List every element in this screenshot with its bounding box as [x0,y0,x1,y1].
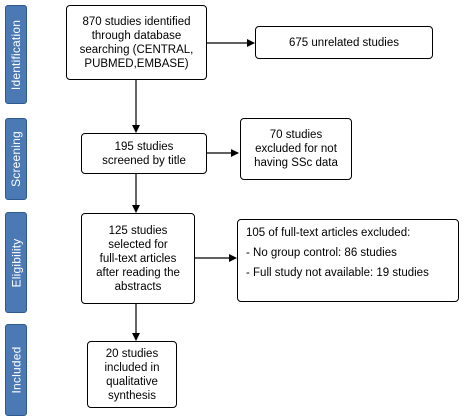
box-text: 70 studies excluded for not having SSc d… [254,128,338,170]
box-header: 105 of full-text articles excluded: [246,227,411,239]
box-excluded-fulltext: 105 of full-text articles excluded: - No… [237,219,459,302]
box-text: 125 studies selected for full-text artic… [96,224,180,294]
box-screened: 195 studies screened by title [81,133,207,174]
box-line: 125 studies [108,224,168,237]
box-line: having SSc data [254,157,338,169]
box-text: 195 studies screened by title [102,140,186,168]
box-line: included in [104,361,160,374]
stage-bar: Eligibility [5,212,27,313]
box-line: after reading the [96,266,180,279]
box-list-item: - No group control: 86 studies [246,247,397,259]
stage-included: Included [5,324,27,416]
box-line: full-text articles [99,252,177,265]
box-line: selected for [108,238,168,251]
stage-bar: Screening [5,118,27,200]
box-unrelated: 675 unrelated studies [255,26,433,59]
stage-screening: Screening [5,118,27,200]
box-text: 20 studies included in qualitative synth… [105,347,160,403]
stage-eligibility: Eligibility [5,212,27,313]
box-list-item: - Full study not available: 19 studies [246,267,429,279]
box-line: 70 studies [269,129,323,141]
box-line: 195 studies [114,140,174,153]
box-line: 675 unrelated studies [289,36,399,49]
box-selected: 125 studies selected for full-text artic… [81,213,195,304]
box-excluded-screening: 70 studies excluded for not having SSc d… [240,118,352,180]
stage-bar: Included [5,324,27,416]
box-line: PUBMED,EMBASE) [84,57,189,70]
stage-bar: Identification [5,5,27,104]
box-line: screened by title [102,154,186,167]
box-included: 20 studies included in qualitative synth… [87,341,177,408]
box-text: 870 studies identified through database … [80,15,194,71]
box-line: abstracts [114,280,162,293]
box-line: 20 studies [105,347,159,360]
box-line: through database [91,29,182,42]
stage-identification: Identification [5,5,27,104]
box-line: searching (CENTRAL, [79,43,194,56]
box-line: qualitative [106,375,158,388]
box-line: synthesis [108,389,156,402]
box-identified: 870 studies identified through database … [66,5,207,80]
box-line: excluded for not [255,143,337,155]
box-line: 870 studies identified [82,15,191,28]
